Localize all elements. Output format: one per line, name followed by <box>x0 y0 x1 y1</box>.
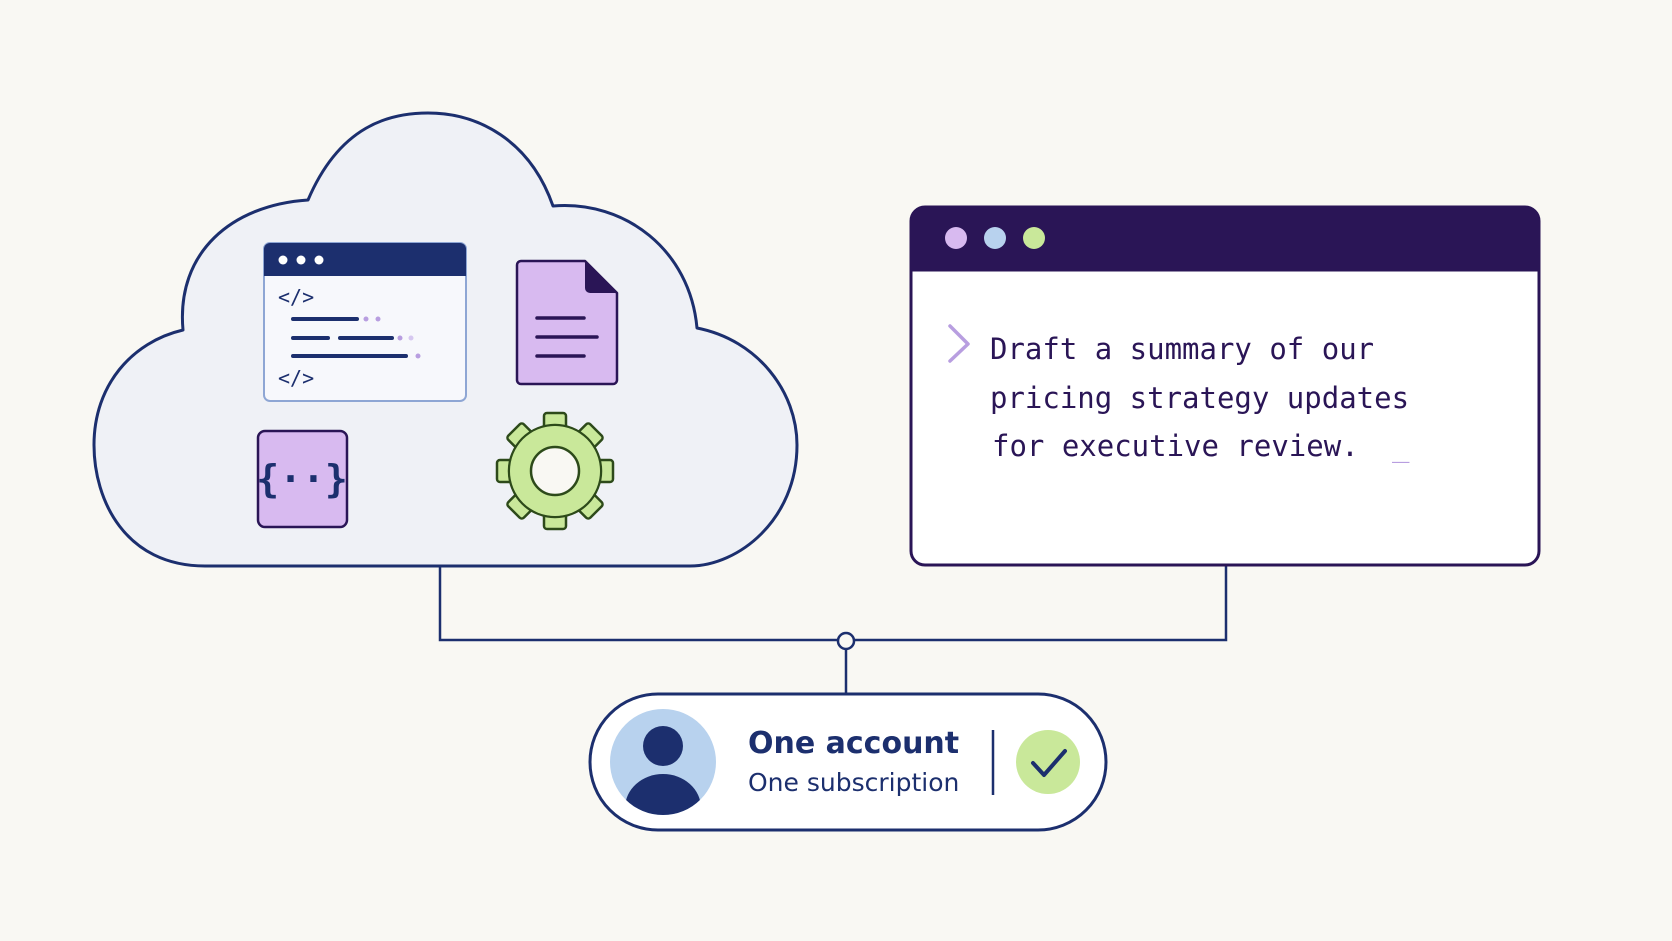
prompt-line-2: pricing strategy updates <box>990 381 1409 415</box>
account-subtitle: One subscription <box>748 768 959 797</box>
prompt-line-3: for executive review. <box>992 429 1359 463</box>
code-open-tag: </> <box>278 285 314 309</box>
window-dot-purple <box>945 227 967 249</box>
window-dot-blue <box>984 227 1006 249</box>
account-pill: One account One subscription <box>588 692 1108 832</box>
prompt-line-1: Draft a summary of our <box>990 332 1374 366</box>
json-glyph: {··} <box>256 457 348 501</box>
chevron-right-icon <box>948 324 970 363</box>
gear-icon <box>495 411 615 531</box>
connector-node <box>836 631 856 651</box>
prompt-window: Draft a summary of our pricing strategy … <box>909 205 1541 567</box>
checkmark-icon <box>1016 730 1080 794</box>
json-braces-icon: {··} <box>256 429 349 529</box>
prompt-window-titlebar <box>911 207 1539 270</box>
connector-lines <box>438 566 1228 694</box>
code-close-tag: </> <box>278 366 314 390</box>
window-dot-green <box>1023 227 1045 249</box>
account-title: One account <box>748 726 959 761</box>
prompt-cursor: _ <box>1392 429 1410 464</box>
connector-branch <box>438 566 1228 642</box>
document-icon <box>515 259 619 386</box>
code-window-icon: </> </> <box>263 242 467 402</box>
user-avatar-icon <box>610 709 716 815</box>
